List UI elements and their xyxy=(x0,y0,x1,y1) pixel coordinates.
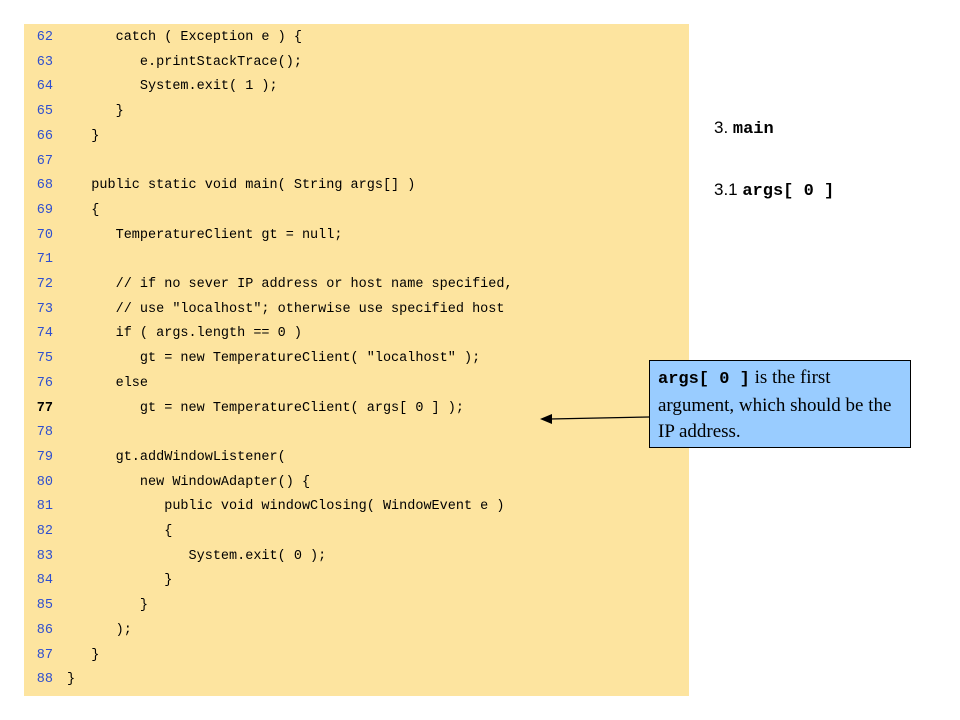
line-number: 62 xyxy=(36,30,53,45)
code-line: 72 // if no sever IP address or host nam… xyxy=(24,273,689,298)
code-text: public void windowClosing( WindowEvent e… xyxy=(67,499,505,515)
code-line: 79 gt.addWindowListener( xyxy=(24,446,689,471)
code-text: // if no sever IP address or host name s… xyxy=(67,277,513,292)
code-line: 68 public static void main( String args[… xyxy=(24,174,689,199)
code-line: 66 } xyxy=(24,125,689,150)
line-number: 80 xyxy=(36,474,53,490)
line-number: 86 xyxy=(36,622,53,638)
code-panel: 62 catch ( Exception e ) {63 e.printStac… xyxy=(24,24,689,696)
code-text: System.exit( 0 ); xyxy=(67,548,327,564)
code-text: if ( args.length == 0 ) xyxy=(67,326,302,342)
code-text: } xyxy=(67,647,100,663)
callout-box: args[ 0 ] is the first argument, which s… xyxy=(649,360,911,448)
arrow-head-icon xyxy=(540,414,552,424)
code-text: } xyxy=(67,104,124,120)
code-text: e.printStackTrace(); xyxy=(67,54,302,70)
code-line: 70 TemperatureClient gt = null; xyxy=(24,224,689,249)
line-number: 64 xyxy=(36,79,53,95)
code-line: 73 // use "localhost"; otherwise use spe… xyxy=(24,298,689,323)
outline-item-number: 3.1 xyxy=(714,180,743,199)
line-number: 81 xyxy=(36,499,53,515)
code-line: 78 xyxy=(24,421,689,446)
code-line: 77 gt = new TemperatureClient( args[ 0 ]… xyxy=(24,397,689,422)
code-text: { xyxy=(67,202,100,218)
code-line: 83 System.exit( 0 ); xyxy=(24,545,689,570)
line-number: 87 xyxy=(36,647,53,663)
code-text: } xyxy=(67,598,149,614)
line-number: 79 xyxy=(36,449,53,465)
code-text: public static void main( String args[] ) xyxy=(67,178,416,194)
arrow-line xyxy=(549,416,650,420)
code-line: 74 if ( args.length == 0 ) xyxy=(24,322,689,347)
line-number: 63 xyxy=(36,54,53,70)
code-text: } xyxy=(67,128,100,144)
line-number: 76 xyxy=(36,375,53,391)
code-text: gt = new TemperatureClient( "localhost" … xyxy=(67,351,481,367)
code-line: 85 } xyxy=(24,594,689,619)
code-line: 80 new WindowAdapter() { xyxy=(24,471,689,496)
line-number: 65 xyxy=(36,104,53,120)
code-line: 62 catch ( Exception e ) { xyxy=(24,26,689,51)
code-text: // use "localhost"; otherwise use specif… xyxy=(67,301,505,317)
code-line: 65 } xyxy=(24,100,689,125)
outline-item-number: 3. xyxy=(714,118,733,137)
line-number: 74 xyxy=(36,326,53,342)
code-text: System.exit( 1 ); xyxy=(67,79,278,95)
line-number: 67 xyxy=(36,153,53,169)
line-number: 83 xyxy=(36,548,53,564)
code-line: 64 System.exit( 1 ); xyxy=(24,75,689,100)
code-line: 84 } xyxy=(24,569,689,594)
line-number: 68 xyxy=(36,178,53,194)
outline-item-main: 3. main xyxy=(714,118,774,139)
code-text: } xyxy=(67,672,76,688)
outline-item-args: 3.1 args[ 0 ] xyxy=(714,180,834,201)
line-number: 71 xyxy=(36,252,53,268)
code-line: 82 { xyxy=(24,520,689,545)
line-number: 70 xyxy=(36,227,53,243)
code-text: else xyxy=(67,375,149,391)
code-line: 88} xyxy=(24,668,689,693)
line-number: 73 xyxy=(36,301,53,317)
line-number: 75 xyxy=(36,351,53,367)
code-line: 86 ); xyxy=(24,619,689,644)
line-number: 66 xyxy=(36,128,53,144)
code-text: { xyxy=(67,524,173,539)
code-line: 67 xyxy=(24,150,689,175)
line-number: 88 xyxy=(36,672,53,688)
code-text: new WindowAdapter() { xyxy=(67,474,311,490)
outline-item-code: main xyxy=(732,120,774,139)
code-line: 63 e.printStackTrace(); xyxy=(24,51,689,76)
code-line: 87 } xyxy=(24,644,689,669)
code-text: ); xyxy=(67,622,132,638)
line-number: 78 xyxy=(36,425,53,441)
line-number: 72 xyxy=(36,277,53,292)
code-line: 71 xyxy=(24,248,689,273)
code-text: catch ( Exception e ) { xyxy=(67,30,302,45)
code-text: gt = new TemperatureClient( args[ 0 ] ); xyxy=(67,400,464,416)
code-text: gt.addWindowListener( xyxy=(67,449,286,465)
code-line: 76 else xyxy=(24,372,689,397)
code-line: 75 gt = new TemperatureClient( "localhos… xyxy=(24,347,689,372)
line-number: 77 xyxy=(36,400,53,416)
code-line: 69 { xyxy=(24,199,689,224)
line-number: 69 xyxy=(36,202,53,218)
line-number: 82 xyxy=(36,524,53,539)
code-text: TemperatureClient gt = null; xyxy=(67,227,343,243)
callout-code: args[ 0 ] xyxy=(658,370,750,389)
line-number: 84 xyxy=(36,573,53,589)
code-text: } xyxy=(67,573,173,589)
code-line: 81 public void windowClosing( WindowEven… xyxy=(24,495,689,520)
outline-item-code: args[ 0 ] xyxy=(742,182,835,201)
line-number: 85 xyxy=(36,598,53,614)
callout-text: is the first argument, which should be t… xyxy=(658,367,892,442)
